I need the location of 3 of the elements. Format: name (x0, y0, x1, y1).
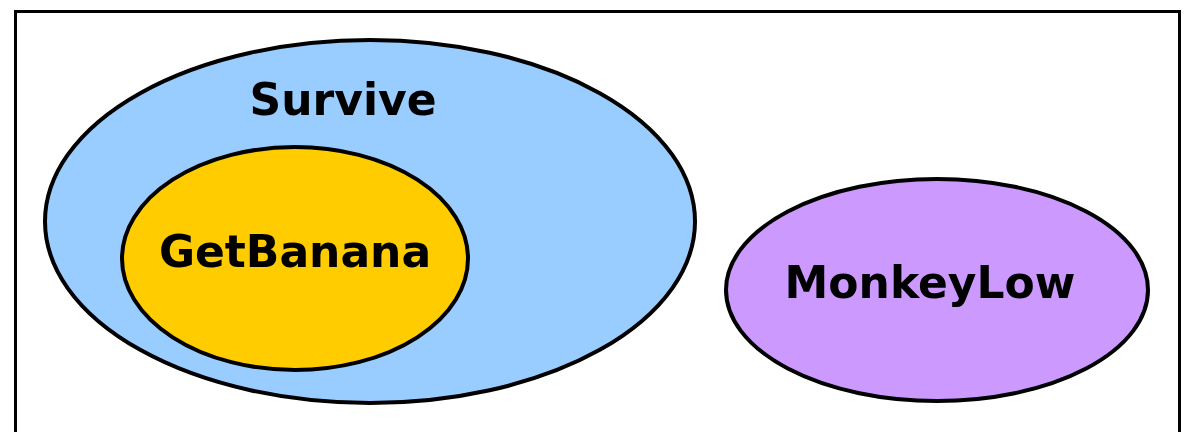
set-label: MonkeyLow (784, 261, 1076, 305)
set-label: GetBanana (158, 230, 432, 274)
set-label: Survive (249, 78, 437, 122)
